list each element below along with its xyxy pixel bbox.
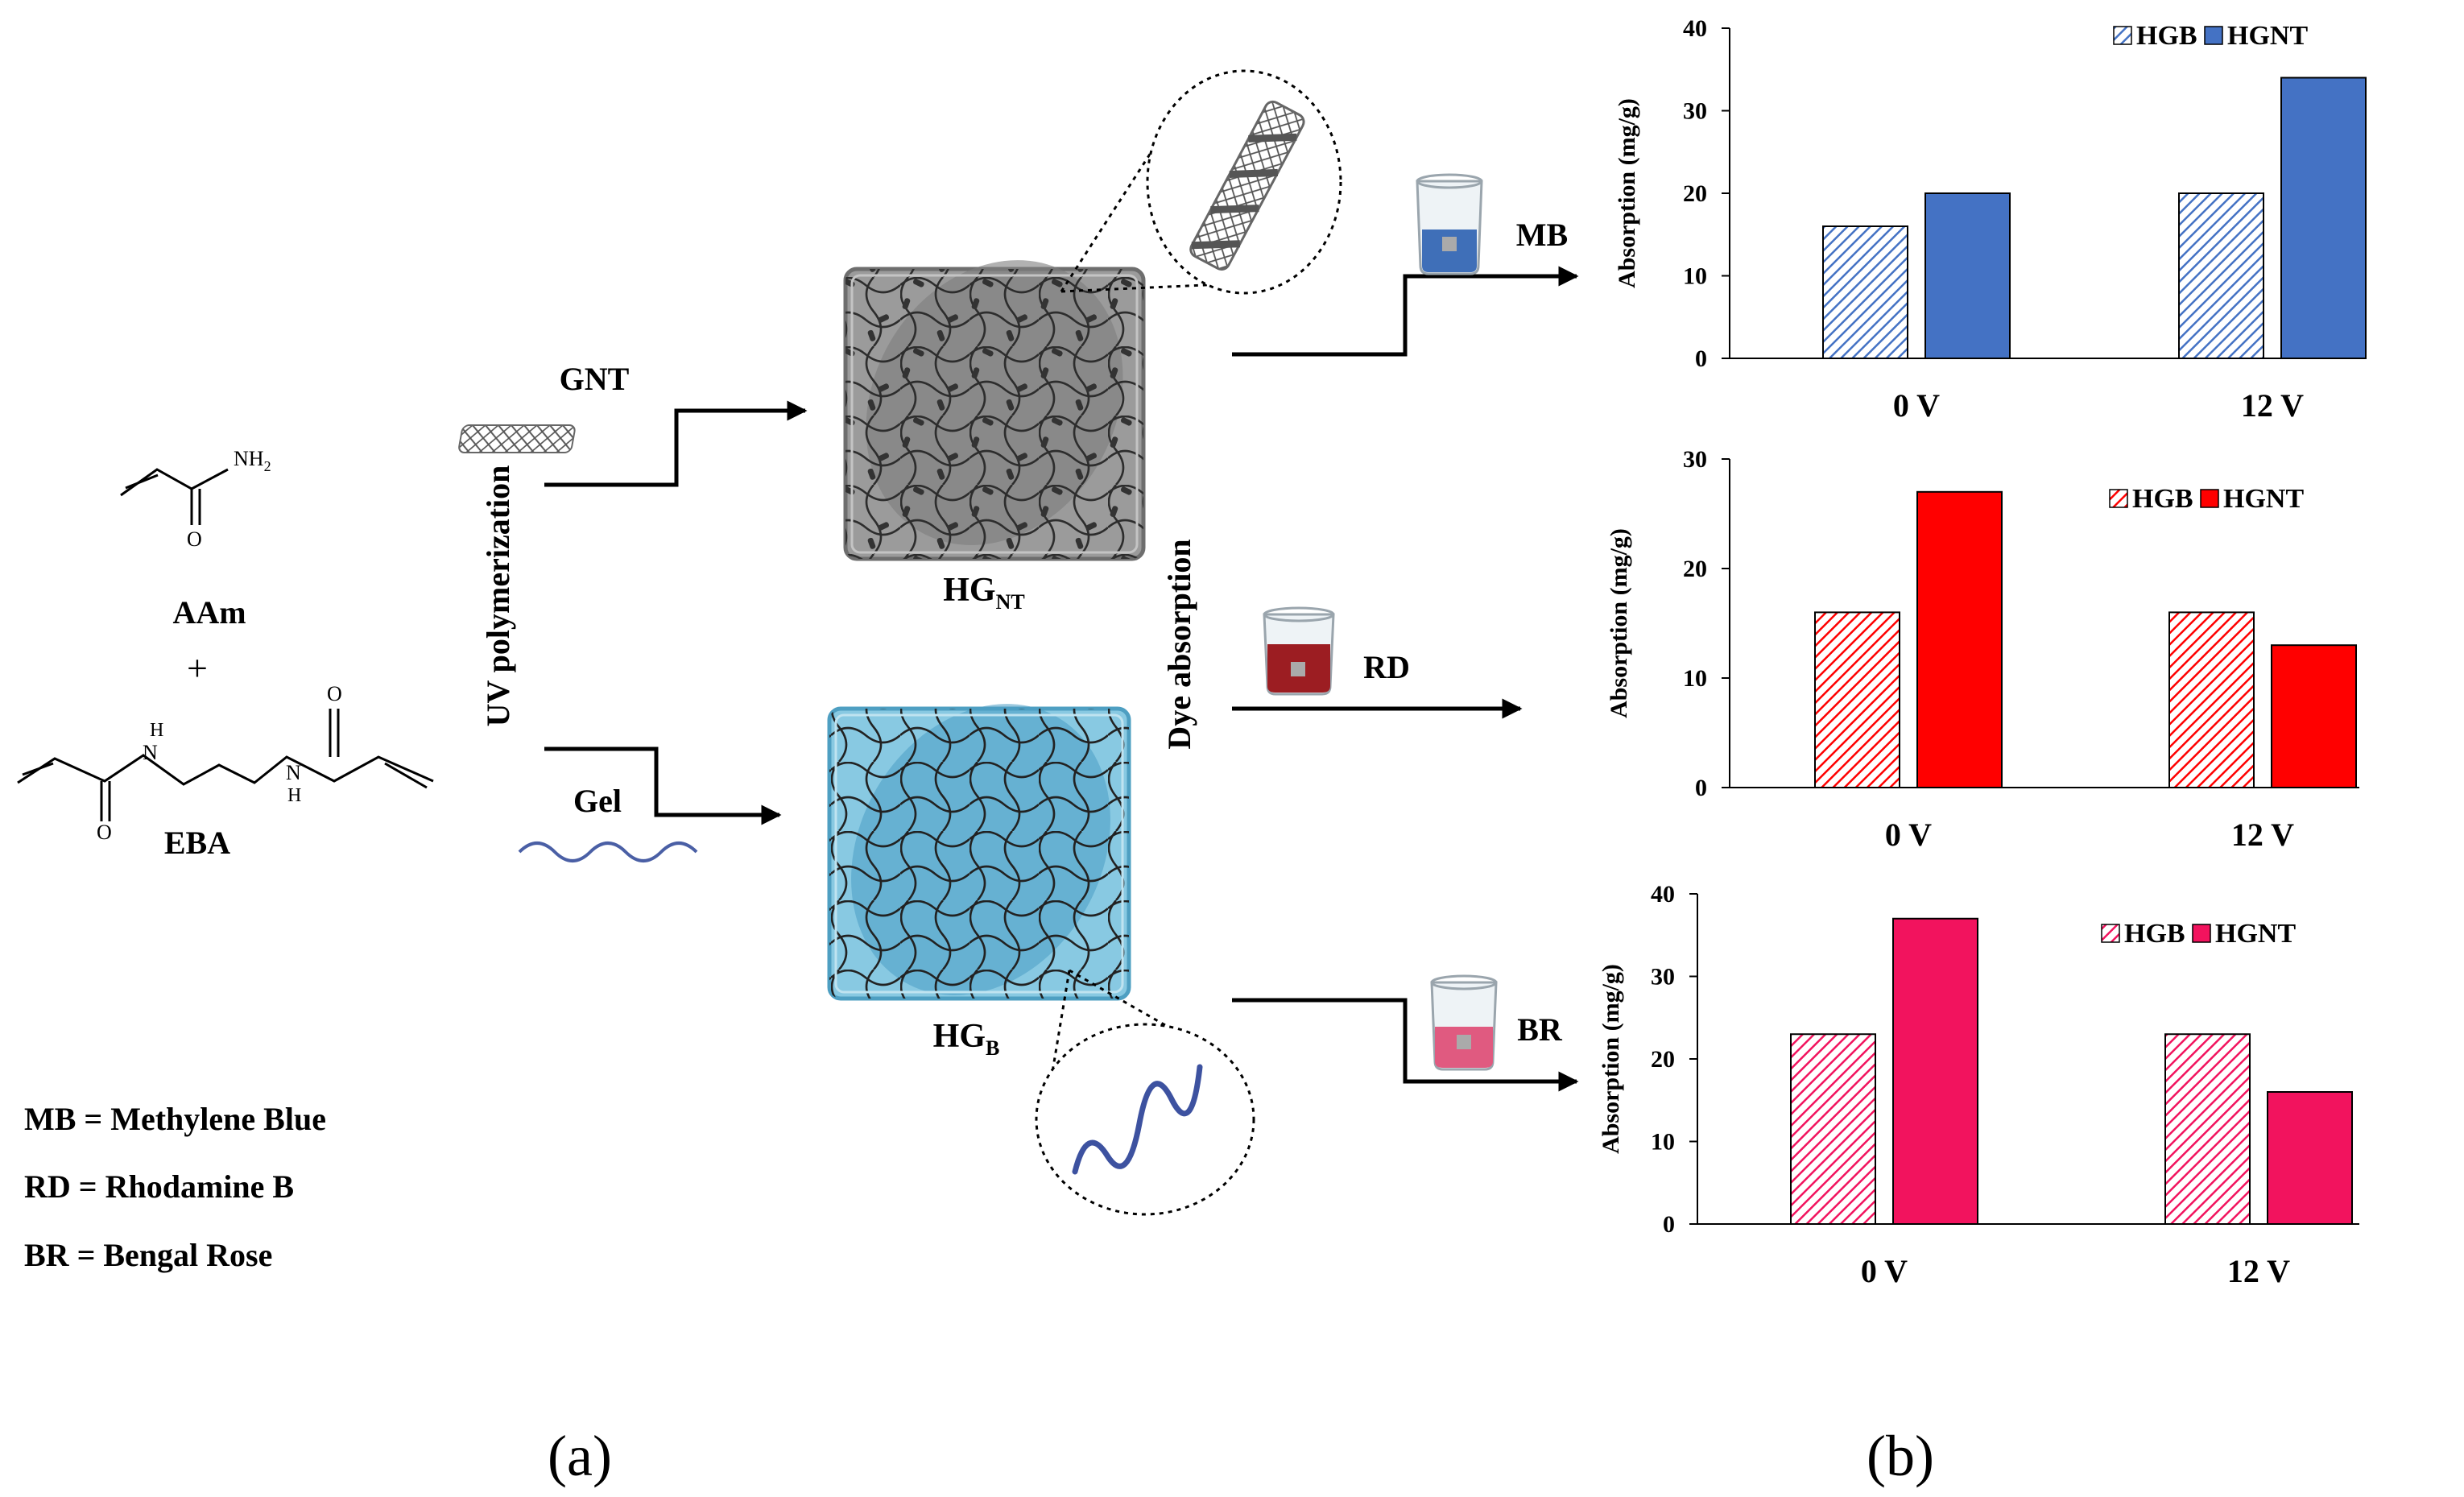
y-axis-label: Absorption (mg/g) <box>1598 964 1624 1154</box>
uv-polymerization-label: UV polymerization <box>480 465 516 727</box>
eba-name: EBA <box>164 825 230 861</box>
x-tick-label: 12 V <box>2231 817 2294 853</box>
aam-name: AAm <box>172 594 246 631</box>
y-axis-label: Absorption (mg/g) <box>1606 528 1632 718</box>
beaker-br-label: BR <box>1517 1011 1563 1048</box>
x-tick-label: 0 V <box>1893 387 1940 424</box>
legend-swatch-hgnt <box>2204 26 2223 45</box>
hgb-label: HGB <box>933 1018 1000 1060</box>
bar-hgnt-0v <box>1892 917 1978 1225</box>
legend-label-hgnt: HGNT <box>2223 484 2304 514</box>
x-tick-label: 0 V <box>1861 1253 1908 1289</box>
y-tick-label: 0 <box>1663 1211 1675 1238</box>
nanotube-zoom-callout <box>1060 69 1342 295</box>
bar-hgnt-12v <box>2280 77 2367 359</box>
legend-label-hgnt: HGNT <box>2215 919 2296 949</box>
gnt-nanotube-icon <box>458 424 576 453</box>
legend-rd: RD = Rhodamine B <box>24 1168 294 1205</box>
br-arrow <box>1232 998 1579 1092</box>
legend-swatch-hgb <box>2101 924 2120 943</box>
y-tick-label: 0 <box>1695 775 1707 801</box>
eba-structure <box>17 709 434 821</box>
eba-o1: O <box>97 821 112 844</box>
eba-h2: H <box>287 785 301 806</box>
x-tick-label: 12 V <box>2241 387 2304 424</box>
mb-arrow <box>1232 266 1579 357</box>
aam-structure <box>120 468 229 525</box>
beaker-mb-icon <box>1416 173 1483 275</box>
hgnt-hydrogel-cube <box>843 260 1146 561</box>
aam-nh2-label: NH2 <box>234 447 271 474</box>
beaker-rd-icon <box>1263 606 1335 696</box>
bar-hgnt-0v <box>1924 192 2011 359</box>
beaker-br-icon <box>1430 974 1498 1071</box>
eba-n2: N <box>286 761 301 784</box>
gel-chain-zoom-callout <box>1035 969 1255 1216</box>
legend-swatch-hgb <box>2109 489 2128 508</box>
y-tick-label: 0 <box>1695 345 1707 372</box>
aam-o-label: O <box>187 527 202 551</box>
y-tick-label: 20 <box>1651 1046 1675 1073</box>
legend-label-hgb: HGB <box>2136 21 2197 51</box>
dye-absorption-label: Dye absorption <box>1161 539 1197 749</box>
panel-label-b: (b) <box>1867 1424 1934 1488</box>
x-tick-label: 12 V <box>2227 1253 2290 1289</box>
bar-hgnt-12v <box>2271 644 2357 789</box>
legend-swatch-hgb <box>2113 26 2132 45</box>
y-axis-label: Absorption (mg/g) <box>1614 98 1640 288</box>
bar-hgb-12v <box>2178 192 2264 359</box>
bar-hgb-0v <box>1790 1033 1876 1225</box>
y-tick-label: 40 <box>1683 15 1707 42</box>
bar-hgb-0v <box>1814 611 1900 789</box>
legend-br: BR = Bengal Rose <box>24 1237 272 1273</box>
beaker-mb-label: MB <box>1516 217 1568 253</box>
bar-hgnt-12v <box>2267 1091 2353 1225</box>
y-tick-label: 10 <box>1683 665 1707 692</box>
y-tick-label: 30 <box>1683 98 1707 125</box>
plus-sign: + <box>187 647 208 689</box>
bar-hgb-0v <box>1822 225 1908 359</box>
gel-chain-icon <box>518 842 698 862</box>
eba-o2: O <box>327 682 342 705</box>
y-tick-label: 40 <box>1651 881 1675 908</box>
legend-label-hgnt: HGNT <box>2227 21 2308 51</box>
y-tick-label: 20 <box>1683 180 1707 207</box>
x-tick-label: 0 V <box>1885 817 1932 853</box>
legend-mb: MB = Methylene Blue <box>24 1101 326 1137</box>
hgb-hydrogel-cube <box>827 704 1131 1001</box>
bar-hgb-12v <box>2168 611 2255 789</box>
legend-swatch-hgnt <box>2192 924 2211 943</box>
y-tick-label: 10 <box>1683 263 1707 290</box>
gnt-label: GNT <box>560 361 630 397</box>
legend-label-hgb: HGB <box>2132 484 2193 514</box>
y-tick-label: 30 <box>1683 446 1707 473</box>
eba-n1: N <box>143 741 158 764</box>
gel-label: Gel <box>573 783 622 819</box>
bar-hgnt-0v <box>1916 490 2003 788</box>
gnt-arrow <box>544 400 808 487</box>
y-tick-label: 30 <box>1651 964 1675 990</box>
legend-label-hgb: HGB <box>2124 919 2185 949</box>
y-tick-label: 20 <box>1683 556 1707 582</box>
beaker-rd-label: RD <box>1363 649 1410 685</box>
panel-label-a: (a) <box>548 1424 612 1488</box>
y-tick-label: 10 <box>1651 1129 1675 1156</box>
bar-hgb-12v <box>2164 1033 2251 1225</box>
legend-swatch-hgnt <box>2200 489 2219 508</box>
hgnt-label: HGNT <box>943 572 1024 614</box>
eba-h1: H <box>150 720 163 741</box>
gel-arrow <box>544 746 782 825</box>
